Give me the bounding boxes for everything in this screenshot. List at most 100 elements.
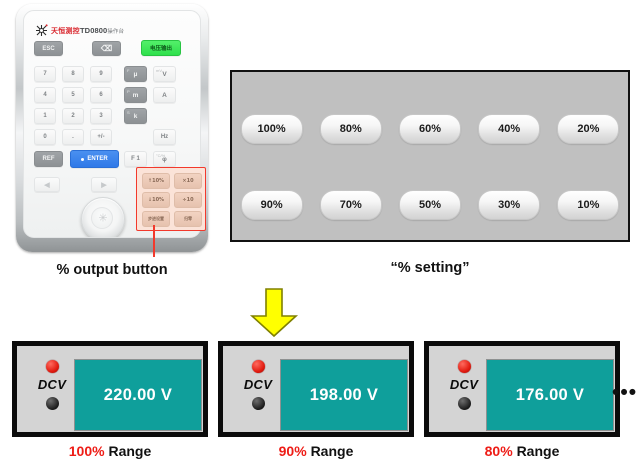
percent-output-button-group[interactable]: ↑10% ×10 ↓10% ÷10 步进设置 归零 [136,167,206,231]
key-enter[interactable]: ENTER [70,150,119,168]
key-step-setting[interactable]: 步进设置 [142,211,170,227]
knob-star-icon: ✳ [98,212,108,225]
continuation-ellipsis: ••• [612,381,638,404]
percent-option-20[interactable]: 20% [557,114,620,144]
meter-range-word-1: Range [108,443,152,459]
meter-range-word-3: Range [516,443,560,459]
key-kilo-superscript: S [127,110,130,115]
meter-indicators-3: DCV [447,360,481,410]
percent-option-10[interactable]: 10% [557,190,620,220]
key-sign-toggle[interactable]: +/- [90,129,112,145]
key-enter-label: ENTER [87,156,108,162]
rotary-knob[interactable]: ✳ [81,197,125,237]
key-3[interactable]: 3 [90,108,112,124]
percent-option-50[interactable]: 50% [398,190,461,220]
percent-row-bottom: 90% 70% 50% 30% 10% [232,190,628,220]
key-kilo-unit[interactable]: S k [124,108,147,124]
percent-option-40[interactable]: 40% [478,114,541,144]
model-label: TD0800操作台 [80,26,124,35]
percent-setting-panel: 100% 80% 60% 40% 20% 90% 70% 50% 30% 10% [230,70,630,242]
key-step-down-10pct[interactable]: ↓10% [142,192,170,208]
key-nav-right[interactable]: ▶ [91,177,117,192]
meter-range-percent-2: 90% [278,443,307,459]
key-4[interactable]: 4 [34,87,56,103]
key-6[interactable]: 6 [90,87,112,103]
brand-logo: 天恒测控 [35,24,80,37]
key-step-up-10pct[interactable]: ↑10% [142,173,170,189]
key-volt-unit[interactable]: mV V [153,66,176,82]
meter-panel-80pct: DCV 176.00 V [424,341,620,437]
key-amp-unit[interactable]: A [153,87,176,103]
key-volt-superscript: mV [156,68,162,73]
key-voltage-output[interactable]: 电压输出 [141,40,181,56]
percent-row-top: 100% 80% 60% 40% 20% [232,114,628,144]
key-multiply-10[interactable]: ×10 [174,173,202,189]
key-phi-label: φ [162,155,167,163]
meter-caption-1: 100% Range [12,443,208,459]
key-milli-label: m [132,91,139,99]
key-5[interactable]: 5 [62,87,84,103]
key-7[interactable]: 7 [34,66,56,82]
percent-option-100[interactable]: 100% [240,114,303,144]
key-ref[interactable]: REF [34,151,63,167]
percent-option-80[interactable]: 80% [319,114,382,144]
key-2[interactable]: 2 [62,108,84,124]
brand-mark-icon [35,24,48,37]
key-micro-unit[interactable]: F μ [124,66,147,82]
callout-line-left [153,225,155,257]
key-zero[interactable]: 归零 [174,211,202,227]
key-hertz-unit[interactable]: Hz [153,129,176,145]
meter-mode-label-2: DCV [243,377,273,392]
meter-range-percent-3: 80% [484,443,513,459]
meter-range-percent-1: 100% [68,443,105,459]
percent-option-90[interactable]: 90% [240,190,303,220]
key-phi[interactable]: °C/% φ [153,151,176,167]
led-black-icon-3 [457,397,471,410]
key-divide-10[interactable]: ÷10 [174,192,202,208]
key-backspace[interactable]: ⌫ [92,41,121,56]
led-black-icon-1 [45,397,59,410]
led-red-icon-3 [457,360,471,373]
meter-panel-100pct: DCV 220.00 V [12,341,208,437]
percent-option-30[interactable]: 30% [478,190,541,220]
caption-percent-setting: “% setting” [390,260,470,276]
meter-readout-3: 176.00 V [486,359,614,431]
key-8[interactable]: 8 [62,66,84,82]
enter-dot-icon [81,157,85,161]
key-1[interactable]: 1 [34,108,56,124]
meter-readout-2: 198.00 V [280,359,408,431]
meter-caption-3: 80% Range [424,443,620,459]
key-f1[interactable]: F 1 [124,151,147,167]
model-suffix: 操作台 [107,29,125,35]
key-9[interactable]: 9 [90,66,112,82]
console-face: 天恒测控 TD0800操作台 ESC ⌫ 电压输出 7 8 9 4 5 6 1 … [23,10,201,238]
key-amp-label: A [162,91,167,99]
percent-option-60[interactable]: 60% [398,114,461,144]
meter-panel-90pct: DCV 198.00 V [218,341,414,437]
operator-console: 天恒测控 TD0800操作台 ESC ⌫ 电压输出 7 8 9 4 5 6 1 … [16,4,208,252]
meter-readout-1: 220.00 V [74,359,202,431]
meter-range-word-2: Range [310,443,354,459]
meter-indicators-1: DCV [35,360,69,410]
key-esc[interactable]: ESC [34,41,63,56]
down-arrow-icon [246,288,302,338]
led-black-icon-2 [251,397,265,410]
percent-option-70[interactable]: 70% [319,190,382,220]
key-decimal-point[interactable]: . [62,129,84,145]
model-number: TD0800 [80,26,108,35]
meter-mode-label-1: DCV [37,377,67,392]
brand-name-cn: 天恒测控 [51,26,80,35]
led-red-icon-2 [251,360,265,373]
key-milli-superscript: P [127,89,130,94]
key-micro-label: μ [133,70,138,78]
key-nav-left[interactable]: ◀ [34,177,60,192]
key-micro-superscript: F [127,68,130,73]
key-milli-unit[interactable]: P m [124,87,147,103]
key-kilo-label: k [133,112,138,120]
caption-percent-output-button: % output button [56,262,168,278]
led-red-icon-1 [45,360,59,373]
key-0[interactable]: 0 [34,129,56,145]
key-phi-superscript: °C/% [156,153,166,158]
meter-indicators-2: DCV [241,360,275,410]
key-volt-label: V [162,70,167,78]
